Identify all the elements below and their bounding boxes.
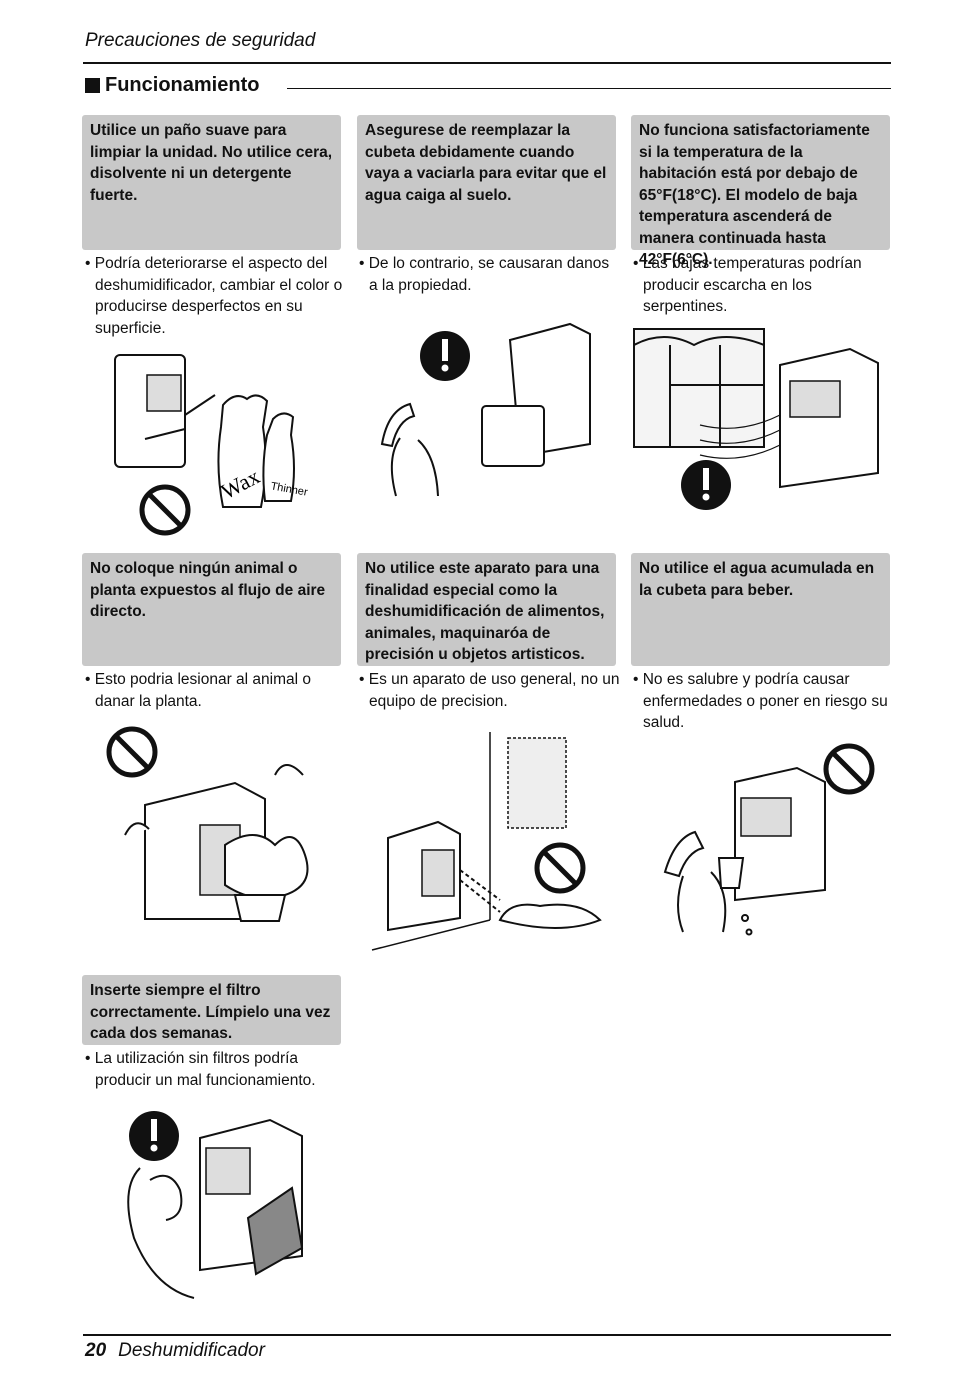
bullet-square-icon — [85, 78, 100, 93]
footer-title: Deshumidificador — [118, 1340, 265, 1361]
prohibition-icon — [823, 743, 875, 795]
prohibition-icon — [534, 842, 586, 894]
wax-bottle — [217, 394, 269, 508]
window-curtain — [633, 328, 765, 448]
running-header: Precauciones de seguridad — [85, 30, 316, 51]
warning-icon — [420, 331, 470, 381]
card-6-heading: No utilice el agua acumulada en la cubet… — [631, 553, 890, 666]
section-heading: Funcionamiento — [85, 74, 259, 97]
flower-pot — [233, 894, 287, 922]
thinner-bottle — [262, 412, 295, 502]
card-2-heading: Asegurese de reemplazar la cubeta debida… — [357, 115, 616, 250]
card-5-illustration — [370, 730, 610, 955]
page-number: 20 — [85, 1340, 107, 1361]
air-filter — [246, 1186, 304, 1276]
section-rule — [287, 88, 891, 89]
card-5-heading: No utilice este aparato para una finalid… — [357, 553, 616, 666]
card-1-bullet: • Podría deteriorarse el aspecto del des… — [85, 255, 343, 337]
warning-icon — [681, 460, 731, 510]
page-footer: 20 Deshumidificador — [85, 1340, 265, 1362]
card-4-heading: No coloque ningún animal o planta expues… — [82, 553, 341, 666]
section-title: Funcionamiento — [105, 74, 260, 96]
card-4-bullet: • Esto podria lesionar al animal o danar… — [85, 671, 311, 710]
card-5-bullet: • Es un aparato de uso general, no un eq… — [359, 671, 620, 710]
card-3-illustration — [630, 325, 880, 520]
card-1-illustration: Wax Thinner — [105, 345, 315, 540]
person — [127, 1167, 195, 1299]
card-4-illustration — [105, 725, 325, 940]
plant — [224, 834, 309, 900]
card-7-heading: Inserte siempre el filtro correctamente.… — [82, 975, 341, 1045]
card-2-illustration — [370, 320, 600, 505]
card-6-bullet: • No es salubre y podría causar enfermed… — [633, 671, 888, 731]
person-head — [380, 402, 416, 448]
artwork — [507, 737, 567, 829]
sleeping-cat — [498, 903, 602, 929]
cup — [717, 857, 745, 889]
card-3-bullet: • Las bajas temperaturas podrían produci… — [633, 255, 862, 315]
card-3-heading: No funciona satisfactoriamente si la tem… — [631, 115, 890, 268]
person-head — [663, 830, 705, 878]
prohibition-icon — [139, 484, 191, 536]
warning-icon — [129, 1111, 179, 1161]
card-7-illustration — [110, 1108, 320, 1313]
prohibition-icon — [106, 726, 158, 778]
water-bucket — [481, 405, 545, 467]
footer-rule — [83, 1334, 891, 1336]
header-rule — [83, 62, 891, 64]
card-7-bullet: • La utilización sin filtros podría prod… — [85, 1050, 316, 1089]
dehumidifier-unit — [779, 347, 879, 489]
card-6-illustration — [655, 742, 885, 947]
card-2-bullet: • De lo contrario, se causaran danos a l… — [359, 255, 610, 294]
card-1-heading: Utilice un paño suave para limpiar la un… — [82, 115, 341, 250]
